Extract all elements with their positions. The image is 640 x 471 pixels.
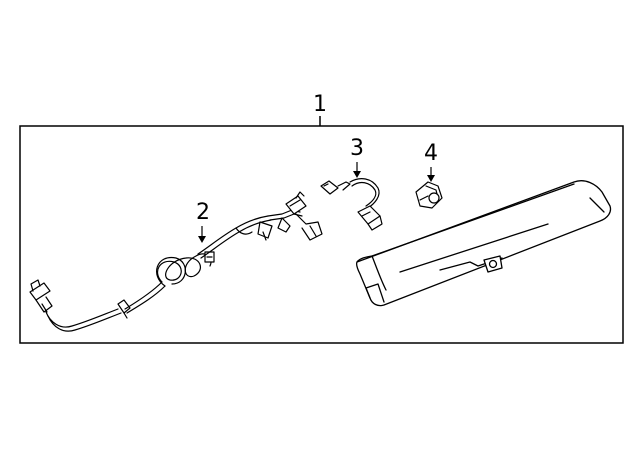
callout-4-label: 4 xyxy=(424,141,438,166)
callout-2-label: 2 xyxy=(196,200,210,225)
connector-wire xyxy=(320,178,383,231)
callout-3-label: 3 xyxy=(350,136,364,161)
wire-harness xyxy=(29,191,323,332)
sensor xyxy=(415,181,443,209)
callout-3-arrowhead xyxy=(353,171,361,178)
callout-1-label: 1 xyxy=(313,92,327,117)
callout-2-arrowhead xyxy=(198,236,206,243)
callout-4-arrowhead xyxy=(427,175,435,182)
lamp-housing xyxy=(355,180,612,307)
assembly-frame xyxy=(19,125,624,344)
